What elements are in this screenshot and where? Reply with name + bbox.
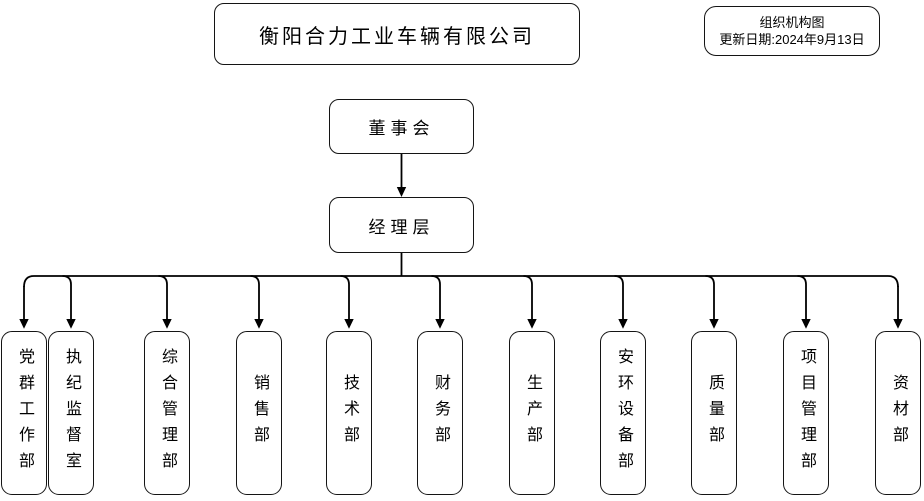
dept-label: 技术部 — [341, 374, 358, 452]
dept-label: 项目管理部 — [798, 348, 815, 478]
dept-box-general-management: 综合管理部 — [144, 331, 190, 495]
node-board-label: 董事会 — [368, 119, 435, 138]
dept-label: 质量部 — [706, 374, 723, 452]
dept-label: 执纪监督室 — [63, 348, 80, 478]
node-board-of-directors: 董事会 — [329, 99, 474, 154]
chart-info-box: 组织机构图 更新日期:2024年9月13日 — [704, 6, 880, 56]
company-title-box: 衡阳合力工业车辆有限公司 — [214, 3, 580, 65]
dept-label: 销售部 — [251, 374, 268, 452]
department-drop-arrows — [19, 275, 903, 329]
dept-label: 综合管理部 — [159, 348, 176, 478]
dept-box-technology: 技术部 — [326, 331, 372, 495]
dept-label: 生产部 — [524, 374, 541, 452]
dept-box-quality: 质量部 — [691, 331, 737, 495]
chart-info-updated-date: 更新日期:2024年9月13日 — [719, 32, 865, 47]
horizontal-rail-line — [23, 275, 899, 288]
dept-label: 财务部 — [432, 374, 449, 452]
node-management-label: 经理层 — [368, 217, 435, 237]
dept-box-production: 生产部 — [509, 331, 555, 495]
node-management-layer: 经理层 — [329, 197, 474, 253]
dept-box-finance: 财务部 — [417, 331, 463, 495]
dept-box-project-management: 项目管理部 — [783, 331, 829, 495]
dept-label: 党群工作部 — [16, 348, 33, 478]
dept-box-safety-environment-equipment: 安环设备部 — [600, 331, 646, 495]
dept-box-materials: 资材部 — [875, 331, 921, 495]
dept-box-sales: 销售部 — [236, 331, 282, 495]
company-title: 衡阳合力工业车辆有限公司 — [259, 25, 535, 48]
dept-box-discipline-supervision: 执纪监督室 — [48, 331, 94, 495]
chart-info-title: 组织机构图 — [759, 15, 825, 30]
dept-label: 资材部 — [890, 374, 907, 452]
dept-box-party-group-work: 党群工作部 — [1, 331, 47, 495]
dept-label: 安环设备部 — [615, 348, 632, 478]
arrow-board-to-management — [396, 154, 407, 197]
